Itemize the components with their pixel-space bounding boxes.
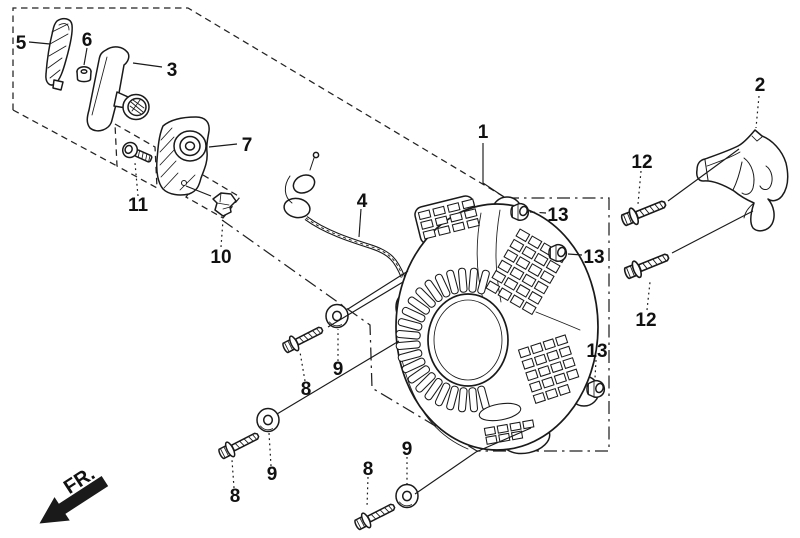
part-9-washer-upper — [325, 303, 349, 329]
fr-arrow-icon — [39, 476, 109, 524]
leader-1 — [482, 143, 505, 198]
callout-labels: 1 2 3 4 5 6 7 8 8 8 9 9 9 10 11 12 12 13… — [16, 30, 766, 507]
callout-3: 3 — [167, 60, 178, 81]
part-7-rope-guide-plate — [156, 116, 210, 196]
boundary-handle-group — [12, 7, 507, 199]
callout-12-top: 12 — [631, 152, 652, 173]
leader-lines — [28, 41, 760, 508]
leader-5 — [28, 41, 51, 45]
callout-8-lower: 8 — [363, 459, 374, 480]
callout-6: 6 — [82, 30, 93, 51]
callout-4: 4 — [357, 191, 368, 212]
callout-9-upper: 9 — [333, 359, 344, 380]
housing-center-hole — [427, 293, 509, 387]
part-8-flange-bolt-upper — [279, 321, 327, 357]
part-9-washer-left — [256, 407, 280, 433]
callout-10: 10 — [210, 247, 231, 268]
part-4-starter-rope — [283, 151, 406, 278]
housing-grid-vents-top — [417, 198, 480, 240]
leader-4 — [358, 208, 362, 238]
part-8-flange-bolt-lower — [351, 498, 399, 534]
callout-13-bottom: 13 — [586, 341, 607, 362]
leader-11 — [134, 162, 139, 197]
part-12-flange-bolt-top — [618, 194, 670, 230]
callout-8-left: 8 — [230, 486, 241, 507]
part-8-flange-bolt-left — [215, 427, 263, 463]
leader-bolt12-top-to-cover — [667, 148, 740, 202]
leader-9-left — [268, 432, 272, 467]
part-13-cap-nut-middle — [548, 243, 568, 263]
leader-12-bottom — [646, 281, 651, 311]
part-2-cover — [696, 129, 789, 232]
part-13-cap-nut-top — [510, 202, 530, 222]
part-9-washer-lower — [395, 483, 419, 509]
part-1-recoil-starter-housing — [395, 195, 600, 455]
part-3-starter-grip-handle — [86, 46, 150, 132]
callout-5: 5 — [16, 33, 27, 54]
leader-6 — [83, 47, 88, 66]
boundary-box-screw-11 — [114, 122, 158, 190]
callout-8-upper: 8 — [301, 379, 312, 400]
boundary-diagonal-left — [12, 109, 118, 167]
boundary-main-assembly — [477, 197, 610, 452]
part-5-grip-insert — [45, 17, 73, 91]
leader-lower-pair-to-housing — [414, 427, 532, 495]
leader-2 — [755, 95, 760, 129]
part-10-clip — [212, 192, 237, 217]
leader-8-lower — [366, 476, 369, 508]
housing-grid-vents-bottom — [483, 419, 535, 445]
leader-8-upper — [299, 351, 306, 382]
callout-1: 1 — [478, 122, 489, 143]
part-6-bushing — [76, 65, 92, 83]
leader-left-pair-to-housing — [276, 340, 400, 415]
leader-7 — [208, 143, 238, 148]
leader-10 — [220, 219, 224, 248]
boundary-diagonal-lower — [221, 219, 478, 452]
callout-7: 7 — [242, 135, 253, 156]
leader-13-top — [529, 211, 547, 214]
part-11-screw — [121, 141, 153, 163]
leader-3 — [132, 62, 163, 68]
leader-upper-pair-to-housing-b — [327, 281, 404, 328]
callout-2: 2 — [755, 75, 766, 96]
leader-13-bottom — [594, 359, 597, 379]
leader-8-left — [231, 459, 235, 489]
callout-13-top: 13 — [547, 205, 568, 226]
callout-13-middle: 13 — [583, 247, 604, 268]
leader-upper-pair-to-housing-a — [347, 270, 409, 310]
callout-12-bottom: 12 — [635, 310, 656, 331]
callout-11: 11 — [128, 195, 149, 216]
leader-7-to-10 — [185, 185, 212, 197]
housing-grid-vents-upper-right — [485, 228, 567, 316]
leader-bolt12-bottom-to-cover — [671, 210, 754, 254]
housing-bottom-oval — [478, 402, 522, 422]
leader-13-middle — [567, 253, 583, 256]
fr-direction-indicator: FR. — [39, 463, 109, 524]
leader-12-top — [637, 170, 642, 205]
part-12-flange-bolt-bottom — [621, 247, 673, 283]
callout-9-left: 9 — [267, 464, 278, 485]
housing-grid-vents-lower-right — [517, 334, 580, 404]
callout-9-lower: 9 — [402, 439, 413, 460]
part-13-cap-nut-bottom — [586, 379, 606, 399]
